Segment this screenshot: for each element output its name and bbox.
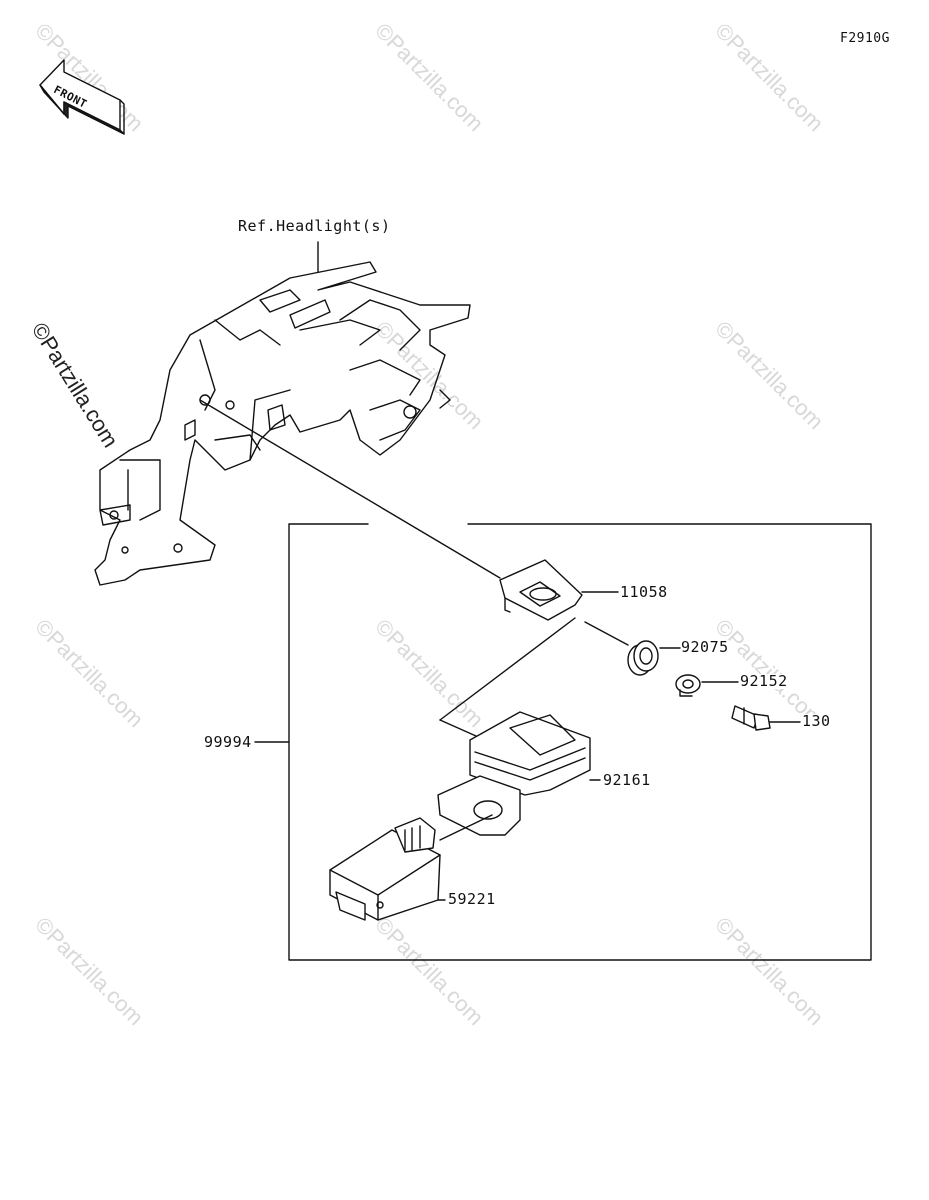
part-label-92161[interactable]: 92161: [603, 771, 651, 789]
part-label-92075[interactable]: 92075: [681, 638, 729, 656]
part-92161-holder: [437, 711, 591, 836]
diagram-code: F2910G: [840, 31, 890, 46]
part-92075-grommet: [627, 640, 659, 676]
part-11058-plate: [499, 559, 583, 621]
ref-headlight-label: Ref.Headlight(s): [238, 217, 391, 235]
part-label-99994[interactable]: 99994: [204, 733, 252, 751]
part-130-bolt: [731, 705, 771, 731]
part-label-11058[interactable]: 11058: [620, 583, 668, 601]
part-59221-unit: [329, 817, 441, 921]
front-arrow-icon: [39, 59, 125, 135]
part-label-92152[interactable]: 92152: [740, 672, 788, 690]
part-label-59221[interactable]: 59221: [448, 890, 496, 908]
headlight-bracket: [94, 261, 471, 586]
part-92152-collar: [675, 674, 701, 697]
part-label-130[interactable]: 130: [802, 712, 831, 730]
